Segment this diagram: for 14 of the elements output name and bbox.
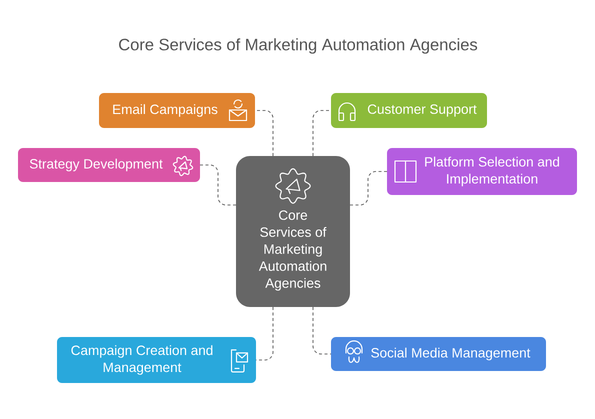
connector <box>200 164 236 206</box>
service-box: Email Campaigns <box>99 93 255 128</box>
service-box: Customer Support <box>331 93 487 128</box>
connector <box>312 306 332 354</box>
service-box: Social Media Management <box>331 336 546 371</box>
service-box: Campaign Creation and Management <box>57 336 256 383</box>
title: Core Services of Marketing Automation Agencies <box>119 38 478 54</box>
service-box: Platform Selection and Implementation <box>387 148 577 195</box>
service-box: Strategy Development <box>18 148 200 182</box>
connector <box>350 171 388 206</box>
connector <box>256 306 274 360</box>
connector <box>254 110 274 156</box>
hub-box: Core Services of Marketing Automation Agencies <box>236 156 350 307</box>
connector <box>312 110 332 156</box>
